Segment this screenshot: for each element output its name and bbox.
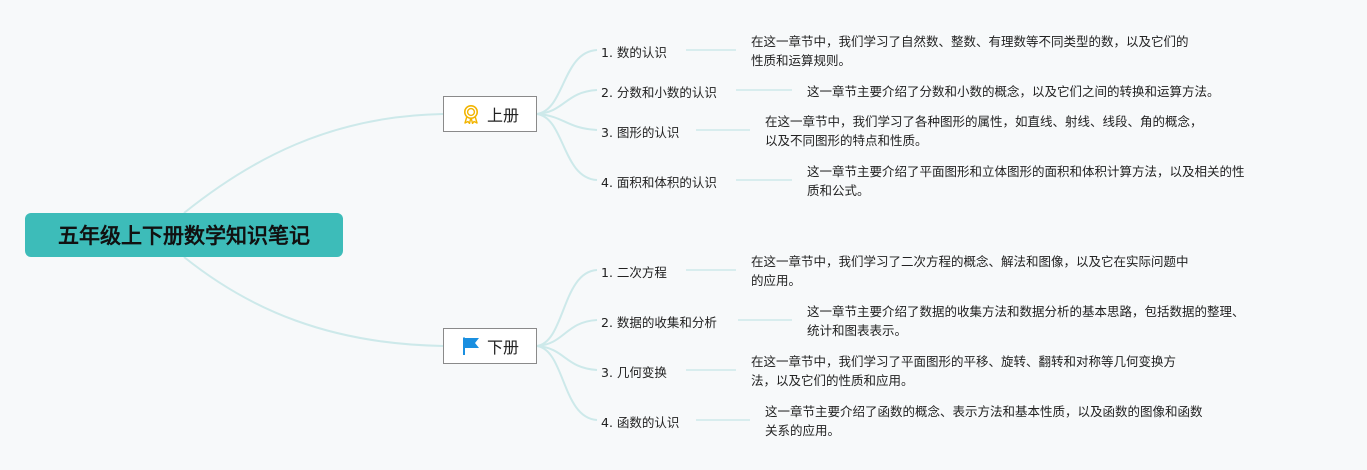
topic-lower-3[interactable]: 3. 几何变换 <box>601 365 667 380</box>
branch-lower-label: 下册 <box>486 338 519 357</box>
note-lower-1: 在这一章节中，我们学习了二次方程的概念、解法和图像，以及它在实际问题中 的应用。 <box>751 254 1189 288</box>
branch-upper[interactable]: 上册 <box>443 96 537 132</box>
note-lower-4: 这一章节主要介绍了函数的概念、表示方法和基本性质，以及函数的图像和函数 关系的应… <box>765 404 1203 438</box>
branch-upper-label: 上册 <box>486 106 519 125</box>
award-ribbon-icon <box>461 104 481 124</box>
root-topic[interactable]: 五年级上下册数学知识笔记 <box>25 213 343 257</box>
root-title: 五年级上下册数学知识笔记 <box>58 224 310 248</box>
note-lower-2: 这一章节主要介绍了数据的收集方法和数据分析的基本思路，包括数据的整理、 统计和图… <box>807 304 1245 338</box>
branch-lower[interactable]: 下册 <box>443 328 537 364</box>
connector-upper-t1 <box>536 49 598 115</box>
note-lower-3: 在这一章节中，我们学习了平面图形的平移、旋转、翻转和对称等几何变换方 法，以及它… <box>751 354 1177 388</box>
note-upper-1: 在这一章节中，我们学习了自然数、整数、有理数等不同类型的数，以及它们的 性质和运… <box>751 34 1189 68</box>
connector-root-lower <box>183 256 444 347</box>
connector-root-upper <box>183 113 444 214</box>
connector-lower-t2 <box>536 319 598 347</box>
connector-lower-t3 <box>536 345 598 371</box>
flag-icon <box>461 336 481 356</box>
topic-upper-4[interactable]: 4. 面积和体积的认识 <box>601 175 717 190</box>
topic-upper-2[interactable]: 2. 分数和小数的认识 <box>601 85 717 100</box>
note-upper-3: 在这一章节中，我们学习了各种图形的属性，如直线、射线、线段、角的概念， 以及不同… <box>765 114 1203 148</box>
connector-lower-t4 <box>536 345 598 421</box>
topic-lower-4[interactable]: 4. 函数的认识 <box>601 415 680 430</box>
connector-lower-t1 <box>536 269 598 347</box>
topic-lower-1[interactable]: 1. 二次方程 <box>601 265 667 280</box>
topic-upper-3[interactable]: 3. 图形的认识 <box>601 125 680 140</box>
topic-upper-1[interactable]: 1. 数的认识 <box>601 45 667 60</box>
note-upper-4: 这一章节主要介绍了平面图形和立体图形的面积和体积计算方法，以及相关的性 质和公式… <box>807 164 1245 198</box>
note-upper-2: 这一章节主要介绍了分数和小数的概念，以及它们之间的转换和运算方法。 <box>807 84 1220 99</box>
connector-upper-t2 <box>536 89 598 115</box>
topic-lower-2[interactable]: 2. 数据的收集和分析 <box>601 315 717 330</box>
connector-upper-t3 <box>536 113 598 131</box>
connector-upper-t4 <box>536 113 598 181</box>
